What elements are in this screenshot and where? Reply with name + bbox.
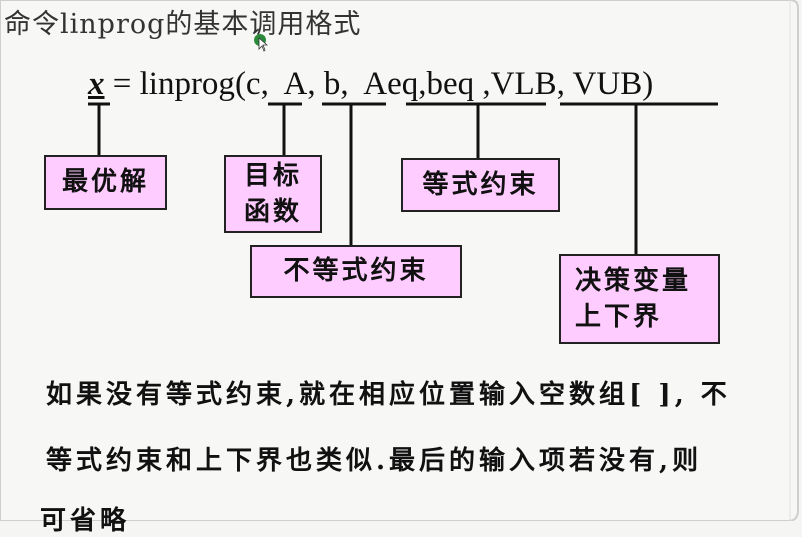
label-inequality-text: 不等式约束 (283, 256, 429, 287)
note-line-3: 可省略 (40, 506, 131, 536)
slide-title: 命令linprog的基本调用格式 (4, 9, 362, 40)
connector-lines (88, 102, 718, 254)
label-variable-bounds: 决策变量 上下界 (559, 254, 720, 344)
formula-arguments: (c, A, b, Aeq,beq ,VLB, VUB) (234, 66, 654, 102)
formula-equals-linprog: = linprog (104, 66, 235, 102)
formula-variable: x (88, 66, 105, 102)
label-inequality-constraints: 不等式约束 (250, 245, 462, 298)
label-optimal-text: 最优解 (61, 167, 149, 198)
label-bounds-line2: 上下界 (575, 302, 663, 332)
label-objective-function: 目标 函数 (224, 155, 322, 233)
note-line-2: 等式约束和上下界也类似.最后的输入项若没有,则 (46, 446, 703, 476)
linprog-formula: x = linprog(c, A, b, Aeq,beq ,VLB, VUB) (88, 66, 653, 103)
label-bounds-line1: 决策变量 (575, 265, 692, 296)
label-objective-line1: 目标 (244, 160, 303, 191)
label-equality-constraints: 等式约束 (401, 158, 560, 212)
note-line-1: 如果没有等式约束,就在相应位置输入空数组[ ], 不 (46, 380, 731, 410)
label-optimal-solution: 最优解 (44, 155, 167, 210)
label-objective-line2: 函数 (244, 197, 303, 227)
label-equality-text: 等式约束 (422, 169, 539, 200)
mouse-cursor-icon (254, 34, 268, 52)
